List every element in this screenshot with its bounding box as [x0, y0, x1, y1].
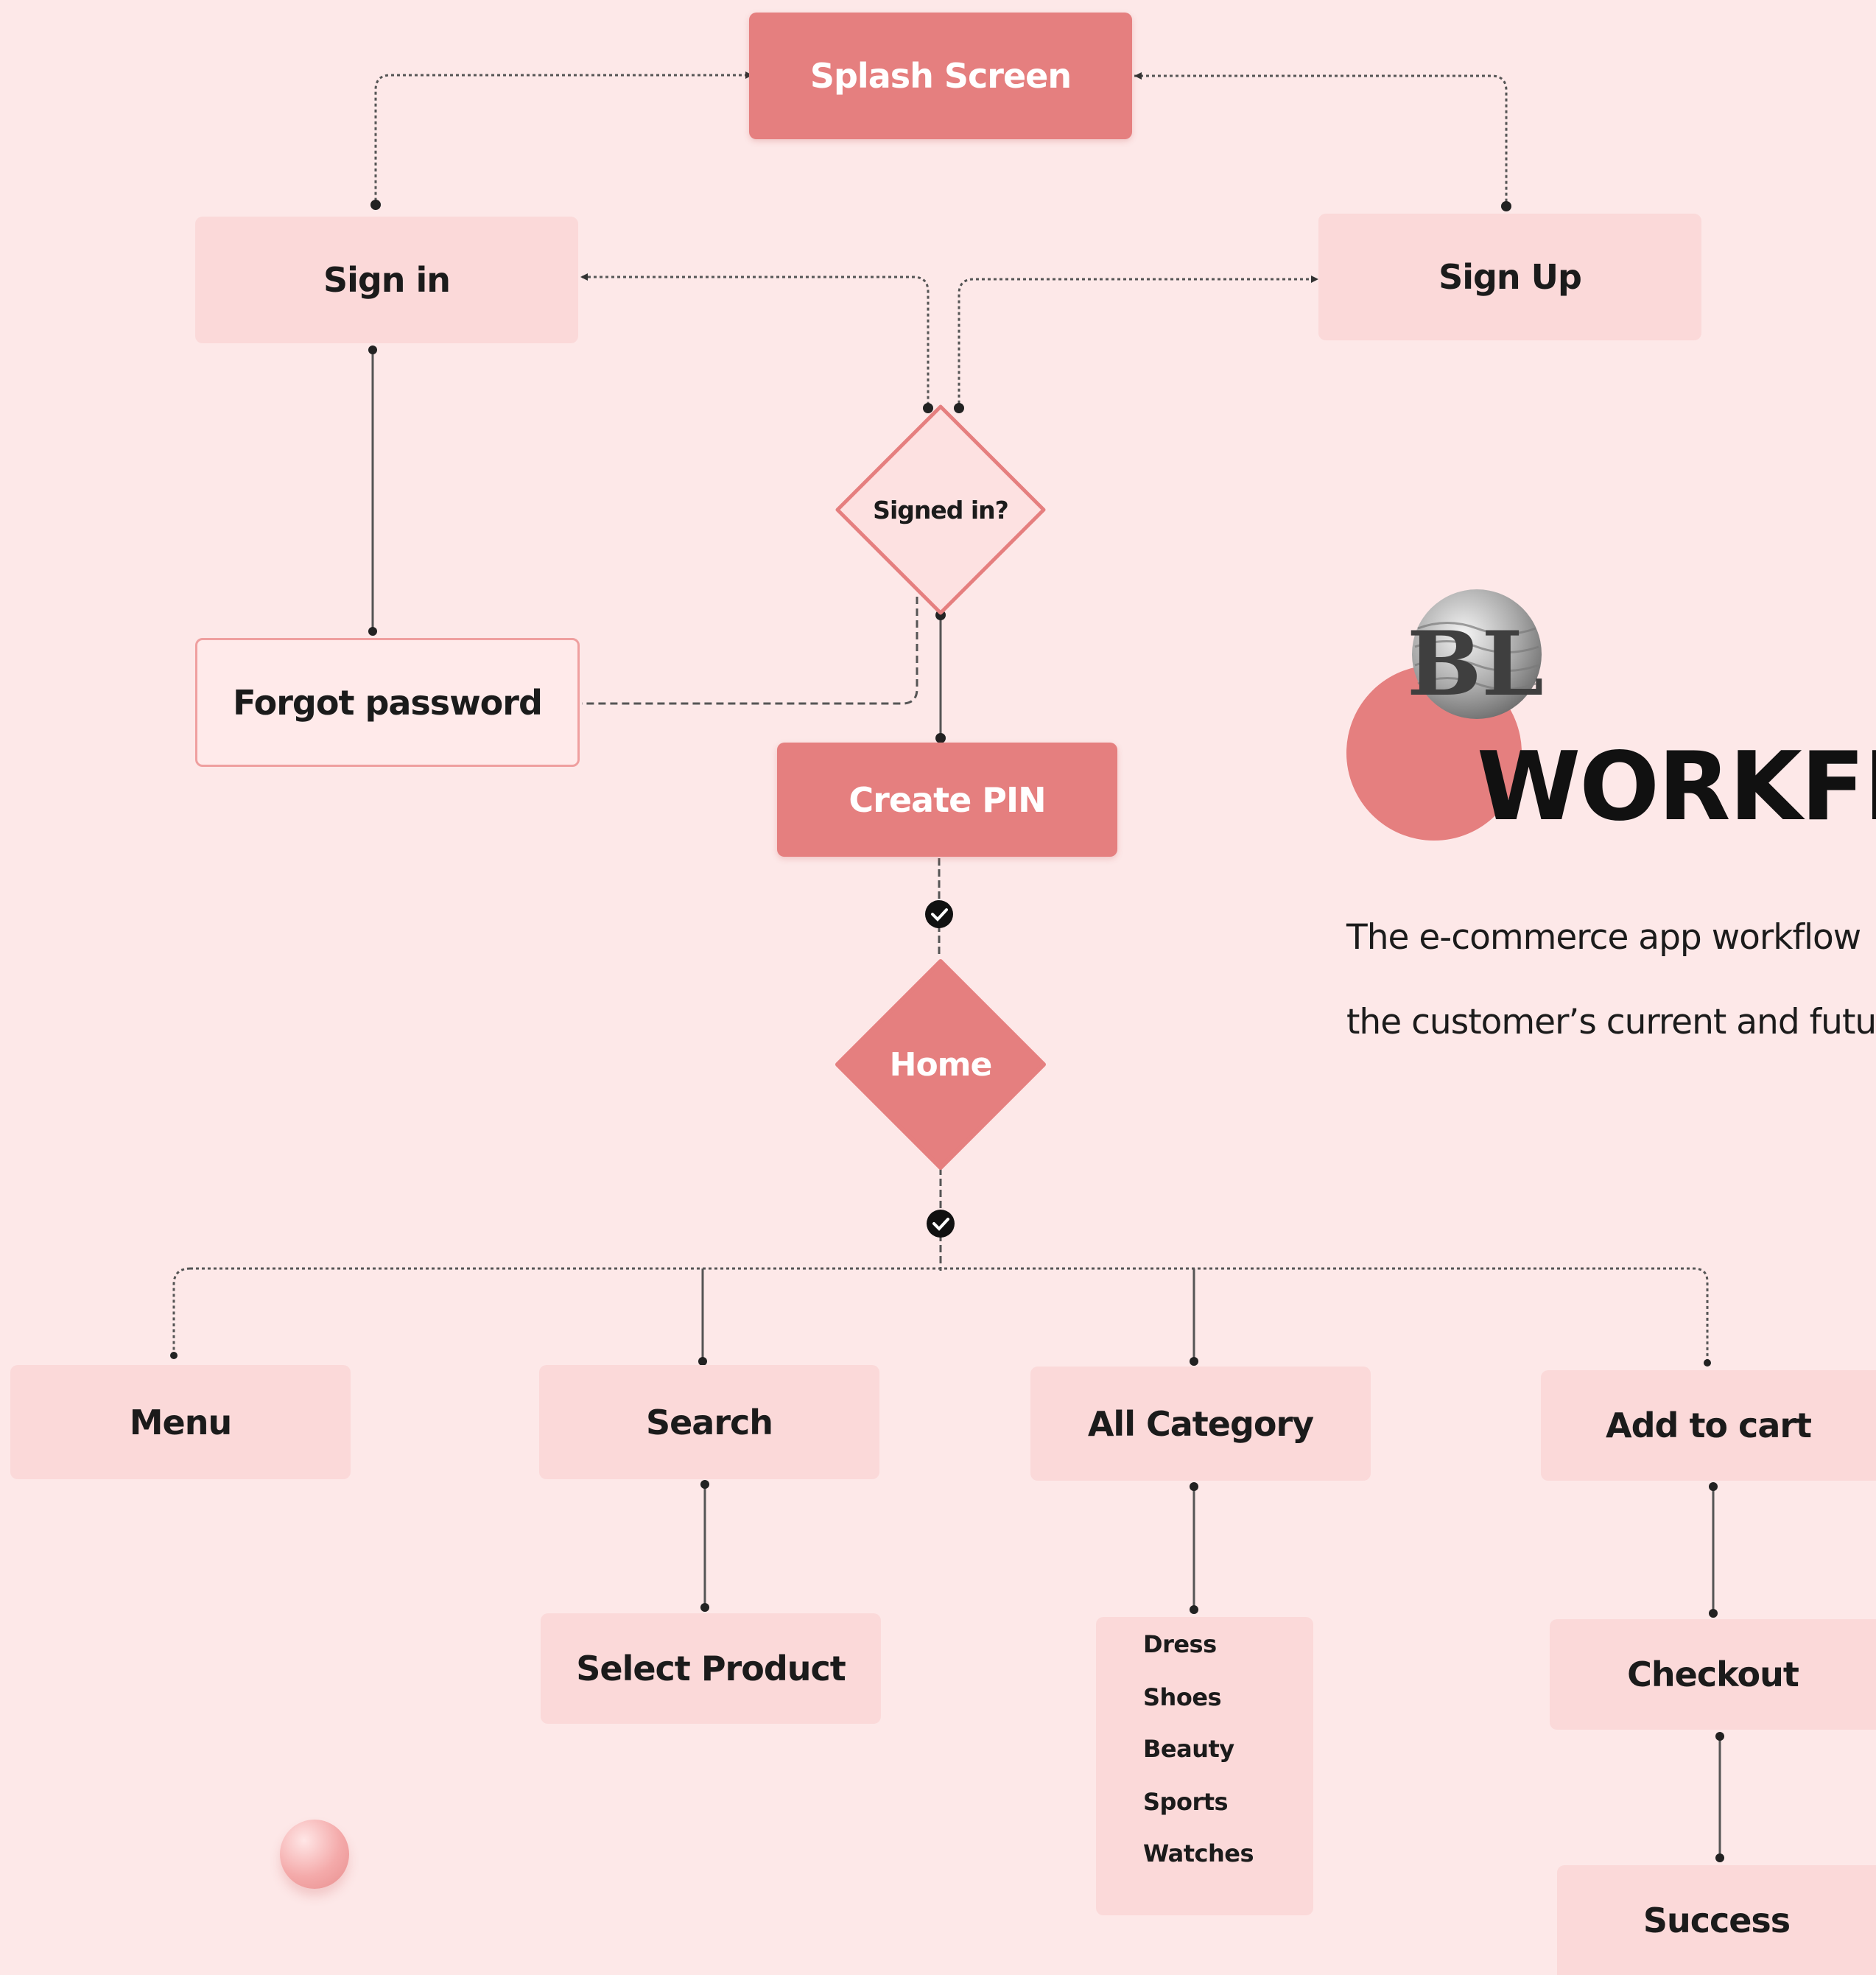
all-category-node: All Category	[1030, 1367, 1371, 1481]
check-icon	[927, 1210, 955, 1238]
category-item-shoes: Shoes	[1143, 1683, 1222, 1711]
category-item-sports: Sports	[1143, 1788, 1229, 1816]
sign-up-node: Sign Up	[1318, 214, 1701, 340]
create-pin-node: Create PIN	[777, 743, 1117, 857]
check-icon	[925, 900, 953, 928]
description-line-2: the customer’s current and futu	[1346, 1002, 1876, 1042]
svg-text:BL: BL	[1410, 612, 1543, 716]
decorative-sphere	[280, 1820, 349, 1889]
menu-node: Menu	[10, 1365, 351, 1479]
signed-in-label: Signed in?	[873, 495, 1009, 525]
success-node: Success	[1557, 1865, 1876, 1975]
home-diamond	[835, 959, 1046, 1170]
category-item-beauty: Beauty	[1143, 1735, 1234, 1763]
description-line-1: The e-commerce app workflow	[1346, 917, 1861, 958]
splash-screen-node: Splash Screen	[749, 13, 1132, 139]
checkout-node: Checkout	[1550, 1619, 1876, 1730]
category-item-watches: Watches	[1143, 1839, 1254, 1867]
category-list: Dress Shoes Beauty Sports Watches	[1096, 1617, 1313, 1915]
search-node: Search	[539, 1365, 879, 1479]
forgot-password-node: Forgot password	[195, 638, 580, 767]
signed-in-diamond	[835, 404, 1046, 615]
sign-in-node: Sign in	[195, 217, 578, 343]
add-to-cart-node: Add to cart	[1541, 1370, 1876, 1481]
page-title: WORKFL	[1477, 732, 1876, 842]
bl-logo-icon: BL	[1410, 589, 1543, 719]
category-item-dress: Dress	[1143, 1630, 1217, 1658]
home-label: Home	[889, 1045, 993, 1084]
select-product-node: Select Product	[541, 1613, 881, 1724]
